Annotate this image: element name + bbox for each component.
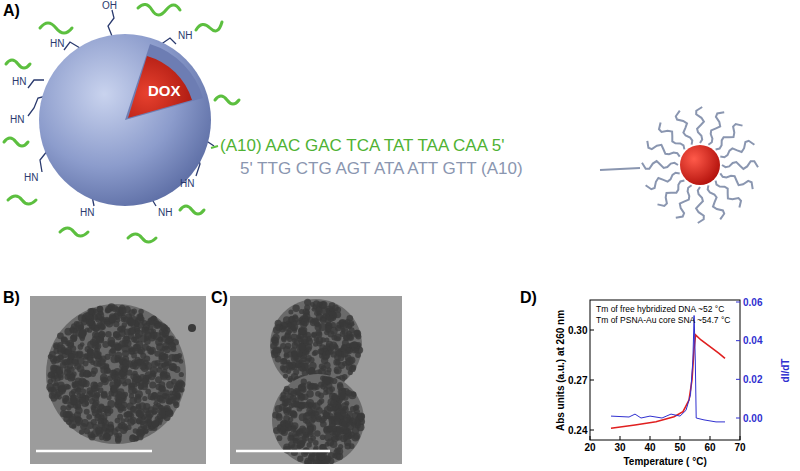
tick-label: 50: [675, 442, 686, 453]
au-strands: [642, 107, 758, 223]
absorbance-curve: [611, 335, 725, 428]
panel-label: D): [520, 289, 537, 307]
chem-group: HN: [24, 172, 38, 183]
tem-image-c: [230, 296, 402, 464]
chem-group: NH: [178, 30, 192, 41]
annotation: Tm of PSNA-Au core SNA ~54.7 °C: [596, 316, 731, 325]
tick-label: 0.04: [743, 335, 762, 346]
chem-group: HN: [50, 38, 64, 49]
strand-link: [600, 168, 640, 170]
dna-sequence: 5' TTG CTG AGT ATA ATT GTT (A10): [240, 160, 523, 179]
tick-label: 0.27: [568, 375, 587, 386]
linker-chains: [28, 10, 214, 206]
chem-group: OH: [102, 0, 117, 11]
chem-group: HN: [180, 178, 194, 189]
tick-label: 0.24: [568, 425, 587, 436]
cutaway: [125, 44, 203, 120]
tick-label: 70: [735, 442, 746, 453]
axis-title: Temperature ( °C): [624, 456, 707, 467]
drug-label: DOX: [148, 82, 181, 99]
axis-title: Abs units (a.u.) at 260 nm: [555, 309, 566, 430]
tick-label: 40: [645, 442, 656, 453]
scale-bar: [236, 450, 330, 453]
dna-strands: [4, 4, 239, 242]
tick-label: 0.30: [568, 325, 587, 336]
strand-link: [211, 146, 218, 148]
panel-label: B): [3, 289, 20, 307]
plot-frame: [590, 300, 740, 440]
axis-title: dI/dT: [780, 358, 791, 382]
chem-group: HN: [12, 76, 26, 87]
core-label: DOX: [146, 80, 183, 102]
chem-group: HN: [10, 114, 24, 125]
tem-image-b: [30, 296, 206, 464]
annotation: Tm of free hybridized DNA ~52 °C: [596, 305, 724, 314]
tick-label: 0.00: [743, 413, 762, 424]
tick-label: 20: [585, 442, 596, 453]
scale-bar: [36, 450, 152, 453]
tick-label: 0.06: [743, 297, 762, 308]
gold-core: [680, 145, 720, 185]
chem-group: HN: [80, 207, 94, 218]
tick-label: 30: [615, 442, 626, 453]
dna-sequence: (A10) AAC GAC TCA TAT TAA CAA 5': [220, 137, 504, 156]
tick-label: 60: [705, 442, 716, 453]
panel-label: A): [3, 2, 20, 20]
panel-label: C): [211, 289, 228, 307]
chem-group: NH: [158, 207, 172, 218]
polymer-sphere: [39, 34, 211, 206]
dox-core: [128, 56, 192, 118]
tick-label: 0.02: [743, 374, 762, 385]
axis-ticks: [590, 302, 740, 440]
derivative-curve: [611, 316, 725, 422]
